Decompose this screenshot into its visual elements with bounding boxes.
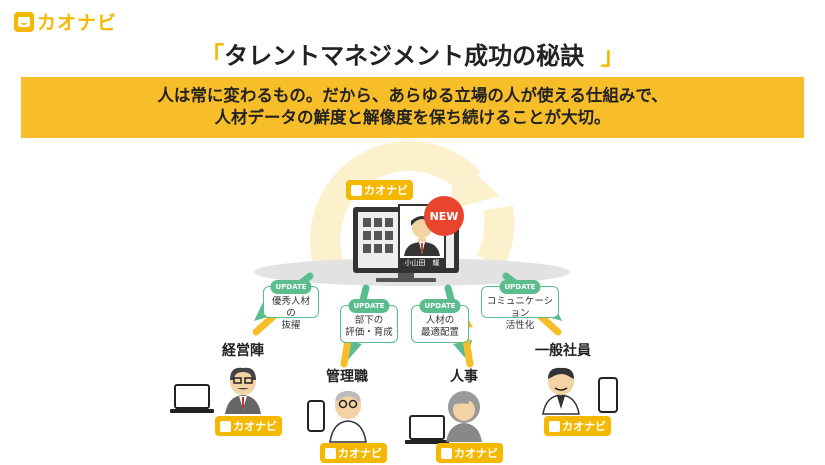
card-line-2: 活性化 [505, 320, 535, 331]
smartphone-icon [598, 377, 618, 413]
role-label-employee: 一般社員 [535, 343, 591, 359]
banner-line-1: 人は常に変わるもの。だから、あらゆる立場の人が使える仕組みで、 [157, 86, 668, 105]
card-line-2: 評価・育成 [345, 327, 393, 338]
kaonavi-logo-icon [441, 447, 452, 459]
tag-text: カオナビ [454, 447, 498, 460]
card-line-2: 最適配置 [420, 327, 459, 338]
update-tag: UPDATE [419, 299, 461, 313]
card-line-1: 人材の [425, 315, 455, 326]
title-open-bracket: 「 [200, 42, 225, 70]
laptop-icon [405, 415, 449, 444]
role-label-hr: 人事 [450, 369, 478, 385]
update-card-communication: UPDATE コミュニケーション 活性化 [481, 280, 559, 331]
executive-figure [170, 367, 261, 414]
update-card-talent-promotion: UPDATE 優秀人材の 抜擢 [263, 280, 319, 331]
kaonavi-logo-icon [220, 420, 231, 432]
update-card-subordinate-evaluation: UPDATE 部下の 評価・育成 [340, 299, 398, 343]
hr-kaonavi-tag: カオナビ [436, 443, 503, 463]
kaonavi-logo-icon [351, 184, 362, 196]
laptop-icon [170, 384, 214, 413]
update-tag: UPDATE [348, 299, 390, 313]
manager-figure [307, 391, 367, 443]
center-kaonavi-badge: カオナビ [346, 180, 413, 200]
tag-text: カオナビ [338, 447, 382, 460]
kaonavi-logo-icon [325, 447, 336, 459]
people-grid-icon [363, 218, 393, 253]
tag-text: カオナビ [233, 420, 277, 433]
manager-kaonavi-tag: カオナビ [320, 443, 387, 463]
role-label-executive: 経営陣 [222, 343, 264, 359]
center-logo-text: カオナビ [364, 184, 408, 197]
card-line-1: コミュニケーション [486, 296, 554, 319]
tag-text: カオナビ [562, 420, 606, 433]
kaonavi-logo: カオナビ [14, 8, 117, 35]
card-line-2: 抜擢 [281, 320, 301, 331]
banner-line-2: 人材データの鮮度と解像度を保ち続けることが大切。 [214, 108, 611, 127]
card-line-1: 部下の [354, 315, 384, 326]
message-banner: 人は常に変わるもの。だから、あらゆる立場の人が使える仕組みで、 人材データの鮮度… [21, 77, 804, 138]
kaonavi-logo-icon [549, 420, 560, 432]
update-tag: UPDATE [270, 280, 312, 294]
smartphone-icon [307, 400, 325, 432]
employee-figure [542, 367, 618, 415]
card-line-1: 優秀人材の [271, 296, 310, 319]
employee-kaonavi-tag: カオナビ [544, 416, 611, 436]
kaonavi-logo-icon [14, 11, 34, 32]
cycle-arrow [310, 140, 515, 273]
title-text: タレントマネジメント成功の秘訣 [224, 42, 585, 70]
executive-kaonavi-tag: カオナビ [215, 416, 282, 436]
title-close-bracket: 」 [600, 42, 625, 70]
update-tag: UPDATE [499, 280, 541, 294]
page-title: 「タレントマネジメント成功の秘訣 」 [0, 36, 825, 71]
update-card-optimal-placement: UPDATE 人材の 最適配置 [411, 299, 469, 343]
role-label-manager: 管理職 [326, 369, 368, 385]
new-badge: NEW [424, 196, 464, 236]
profile-nameplate: 小山田 耀 [404, 259, 440, 267]
hr-figure [405, 391, 482, 444]
logo-text: カオナビ [37, 12, 118, 34]
